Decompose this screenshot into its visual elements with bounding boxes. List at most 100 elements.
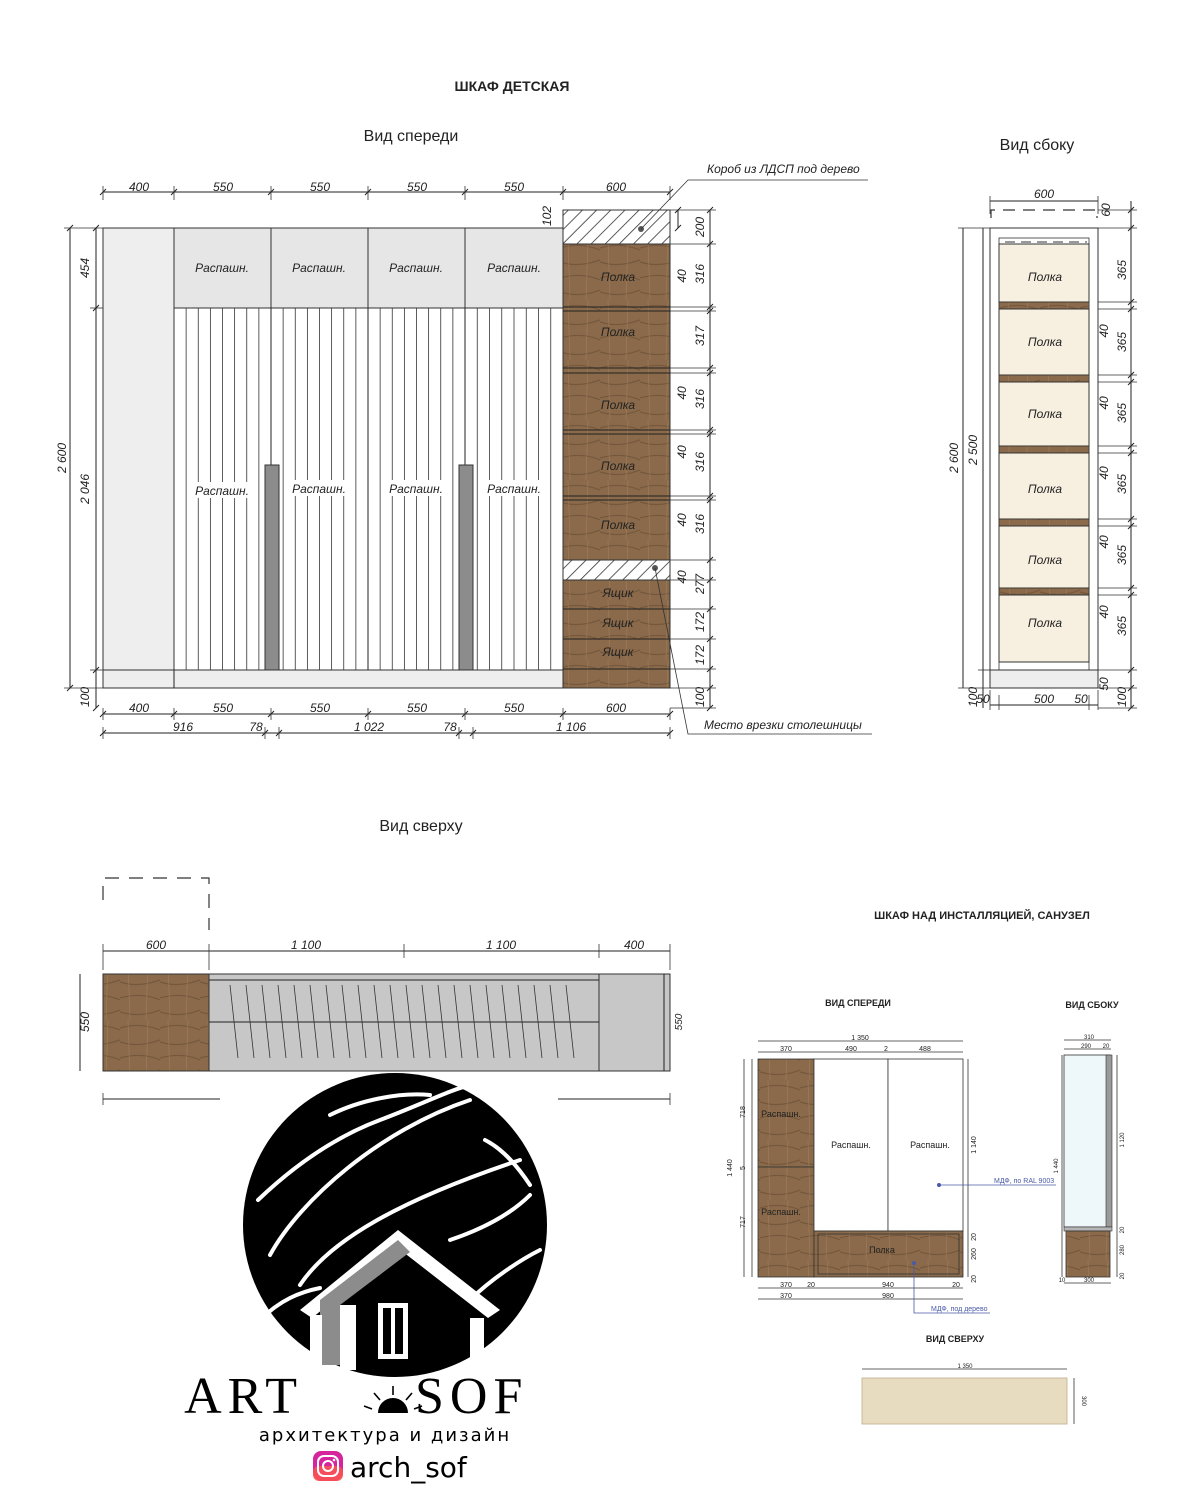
side-view: 600 Полка Полка Полка Полка Полка Полка … bbox=[947, 187, 1137, 712]
small-side-right-dim: 20 bbox=[1120, 1226, 1126, 1233]
front-right-dim: 172 bbox=[693, 612, 707, 632]
small-front-top-dim: 370 bbox=[780, 1046, 792, 1053]
small-door-label: Распашн. bbox=[910, 1140, 950, 1150]
side-right-dim: 40 bbox=[1097, 605, 1111, 619]
front-right-dim: 40 bbox=[675, 570, 689, 584]
small-front-right-dim: 20 bbox=[971, 1275, 978, 1283]
small-front-right-dim: 1 140 bbox=[971, 1136, 978, 1154]
small-top-dim: 1 350 bbox=[957, 1364, 973, 1370]
top-door-label: Распашн. bbox=[487, 261, 541, 275]
front-right-dim: 40 bbox=[675, 513, 689, 527]
side-shelf-label: Полка bbox=[1028, 553, 1063, 567]
logo-tagline: архитектура и дизайн bbox=[259, 1425, 511, 1446]
front-bottom-dim: 550 bbox=[213, 701, 233, 715]
side-shelf bbox=[998, 594, 1090, 663]
side-shelf bbox=[998, 308, 1090, 376]
side-right-dim: 365 bbox=[1115, 403, 1129, 423]
top-view-title: Вид сверху bbox=[379, 818, 462, 835]
side-shelf-label: Полка bbox=[1028, 482, 1063, 496]
small-shelf bbox=[813, 1230, 964, 1278]
hatched-box bbox=[562, 209, 671, 245]
front-bottom-dim2: 1 106 bbox=[556, 720, 586, 734]
small-front-bottom-dim: 20 bbox=[807, 1282, 815, 1289]
front-top-dim: 550 bbox=[310, 180, 330, 194]
side-right-dim: 40 bbox=[1097, 535, 1111, 549]
callout-mdf-wood: МДФ, под дерево bbox=[931, 1306, 988, 1313]
front-right-dim: 316 bbox=[693, 452, 707, 472]
side-right-dim: 100 bbox=[1115, 687, 1129, 707]
sun-icon bbox=[363, 1386, 423, 1413]
side-right-dim: 40 bbox=[1097, 396, 1111, 410]
front-right-dim: 317 bbox=[693, 325, 707, 346]
side-right-dim: 365 bbox=[1115, 616, 1129, 636]
front-top-dim: 600 bbox=[606, 180, 626, 194]
shelf-label: Полка bbox=[601, 325, 636, 339]
small-white-door bbox=[813, 1058, 889, 1232]
small-side-body bbox=[1063, 1054, 1111, 1228]
front-bottom-dim: 600 bbox=[606, 701, 626, 715]
top-dim: 1 100 bbox=[486, 938, 516, 952]
instagram-icon bbox=[313, 1451, 343, 1481]
front-right-dim: 316 bbox=[693, 389, 707, 409]
small-title: ШКАФ НАД ИНСТАЛЛЯЦИЕЙ, САНУЗЕЛ bbox=[874, 909, 1090, 922]
main-door-label: Распашн. bbox=[487, 482, 541, 496]
front-left-dim: 454 bbox=[78, 258, 92, 278]
logo-brand-right: SOF bbox=[415, 1368, 528, 1425]
small-side-top-dim: 20 bbox=[1103, 1044, 1110, 1050]
side-right-dim: 365 bbox=[1115, 332, 1129, 352]
side-top-dim: 600 bbox=[1034, 187, 1054, 201]
small-side-right-dim: 1 120 bbox=[1120, 1132, 1126, 1148]
small-door-label: Распашн. bbox=[831, 1140, 871, 1150]
small-side-bottom-dim: 300 bbox=[1084, 1278, 1095, 1284]
side-right-dim: 40 bbox=[1097, 324, 1111, 338]
top-left-dim: 550 bbox=[78, 1012, 92, 1032]
side-shelf-label: Полка bbox=[1028, 270, 1063, 284]
front-view: 400 550 550 550 550 600 Распашн. Распашн… bbox=[55, 162, 872, 739]
left-panel bbox=[102, 227, 175, 689]
drawer-label: Ящик bbox=[602, 616, 635, 630]
top-door-label: Распашн. bbox=[195, 261, 249, 275]
side-shelf bbox=[998, 243, 1090, 303]
top-dim: 600 bbox=[146, 938, 166, 952]
top-door bbox=[367, 227, 466, 309]
front-bottom-dim2: 1 022 bbox=[354, 720, 384, 734]
drawer-label: Ящик bbox=[602, 645, 635, 659]
instagram-handle[interactable]: arch_sof bbox=[350, 1451, 468, 1484]
side-bottom-dim: 50 bbox=[976, 692, 990, 706]
side-right-dim: 40 bbox=[1097, 466, 1111, 480]
side-right-dim: 365 bbox=[1115, 474, 1129, 494]
side-bottom-dim: 50 bbox=[1074, 692, 1088, 706]
front-left-dim: 100 bbox=[78, 687, 92, 707]
small-front-left-dim: 5 bbox=[740, 1166, 747, 1170]
top-cut-dim: 550 bbox=[674, 1013, 685, 1030]
logo-brand-left: ART bbox=[184, 1368, 303, 1425]
small-side-top-dim: 290 bbox=[1081, 1044, 1092, 1050]
main-door-label: Распашн. bbox=[389, 482, 443, 496]
front-bottom-dim: 400 bbox=[129, 701, 149, 715]
front-right-dim: 316 bbox=[693, 264, 707, 284]
small-front-top-dim: 2 bbox=[884, 1046, 888, 1053]
side-left-dim: 100 bbox=[966, 687, 980, 707]
front-right-dim: 40 bbox=[675, 445, 689, 459]
top-door bbox=[464, 227, 564, 309]
side-view-title: Вид сбоку bbox=[1000, 137, 1075, 154]
top-dim: 1 100 bbox=[291, 938, 321, 952]
main-door-label: Распашн. bbox=[292, 482, 346, 496]
small-door-label: Распашн. bbox=[761, 1109, 801, 1119]
shelf-label: Полка bbox=[601, 518, 636, 532]
door-handle bbox=[264, 464, 280, 671]
small-front-left-dim: 1 440 bbox=[727, 1159, 734, 1177]
shelf-label: Полка bbox=[601, 459, 636, 473]
main-door-label: Распашн. bbox=[195, 484, 249, 498]
front-bottom-dim: 550 bbox=[504, 701, 524, 715]
front-view-title: Вид спереди bbox=[364, 128, 459, 145]
small-front-left-dim: 717 bbox=[740, 1216, 747, 1228]
small-top-body bbox=[861, 1377, 1068, 1425]
shelf-label: Полка bbox=[601, 270, 636, 284]
front-right-dim: 316 bbox=[693, 514, 707, 534]
small-side-right-dim: 280 bbox=[1120, 1244, 1126, 1255]
bathroom-cabinet-drawing: ШКАФ НАД ИНСТАЛЛЯЦИЕЙ, САНУЗЕЛ ВИД СПЕРЕ… bbox=[727, 909, 1126, 1425]
front-bottom-dim2: 916 bbox=[173, 720, 193, 734]
front-right-dim: 102 bbox=[540, 206, 554, 226]
